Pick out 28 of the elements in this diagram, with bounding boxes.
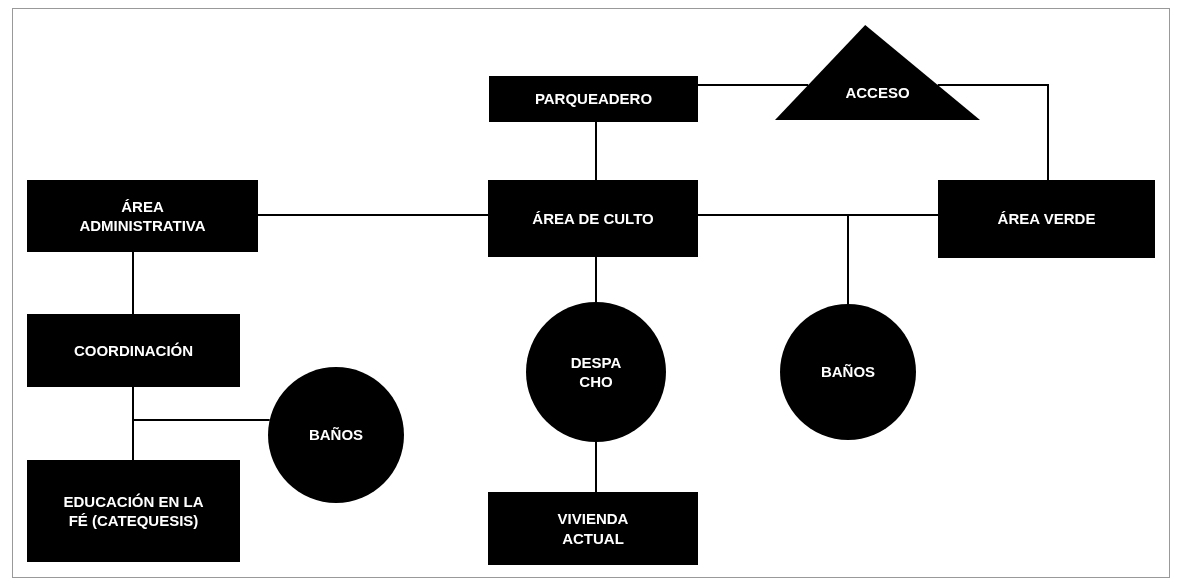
process-box [488,492,698,565]
node-label: BAÑOS [308,425,364,445]
connector-line [595,441,597,493]
node-label: PARQUEADERO [534,89,653,109]
connector-line [936,84,1049,181]
connector-line [595,121,597,181]
process-box [489,76,698,122]
connector-line [595,256,597,303]
node-label: ÁREA DE CULTO [532,208,654,229]
process-box [27,314,240,387]
node-label: ACCESO [845,83,910,103]
process-box [938,180,1155,258]
node-label: ÁREA VERDE [997,209,1096,229]
node-label: EDUCACIÓN EN LA FÉ (CATEQUESIS) [63,491,204,531]
process-box [488,180,698,257]
node-label: ÁREA ADMINISTRATIVA [78,196,207,236]
connector-line [697,214,849,305]
connector-line [697,84,810,86]
node-label: DESPA CHO [569,352,623,392]
process-box [27,460,240,562]
connector-line [132,386,271,421]
node-label: VIVIENDA ACTUAL [556,509,630,548]
process-box [27,180,258,252]
connector-line [257,214,489,216]
triangle-node [775,25,980,120]
node-label: BAÑOS [820,362,876,382]
connector-line [132,251,134,315]
node-label: COORDINACIÓN [73,340,194,361]
